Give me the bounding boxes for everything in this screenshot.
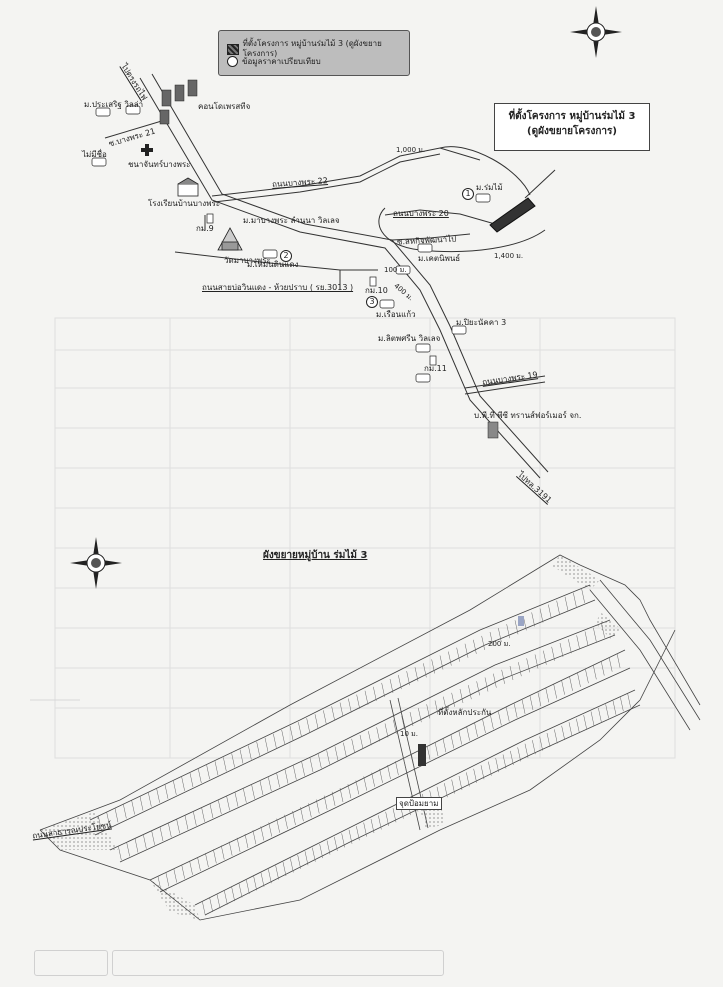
distance-200: 200 ม. bbox=[488, 640, 511, 648]
place-condo: คอนโดเพรสทีจ bbox=[198, 102, 251, 111]
place-prasit: ม.ประเสริฐ วิลล่า bbox=[84, 100, 144, 109]
place-mabangpra: ม.มาบางพระ ลำนนา วิลเลจ bbox=[243, 216, 340, 225]
site-plan bbox=[39, 554, 701, 921]
location-roads bbox=[104, 73, 556, 479]
road-label-main: ถนนสายบ่อวินแดง - ห้วยปราบ ( รย.3013 ) bbox=[202, 283, 354, 292]
project-title-line1: ที่ตั้งโครงการ หมู่บ้านร่มไม้ 3 bbox=[508, 111, 636, 122]
temple-icon bbox=[217, 227, 243, 251]
place-wat: วัดมาบางพระ bbox=[224, 256, 271, 265]
place-km10: กม.10 bbox=[365, 286, 388, 295]
place-piyanakorn: ม.ปิยะนัคคา 3 bbox=[456, 318, 507, 327]
compass-rose-plan bbox=[68, 535, 124, 591]
map-legend: ที่ตั้งโครงการ หมู่บ้านร่มไม้ 3 (ดูผังขย… bbox=[218, 30, 410, 76]
place-pt: บ.พี.ที พีซี ทรานส์ฟอร์เมอร์ จก. bbox=[474, 411, 582, 420]
project-title-line2: (ดูผังขยายโครงการ) bbox=[527, 126, 617, 137]
marker-1: 1 bbox=[462, 188, 474, 200]
plan-highlight-lot bbox=[518, 616, 524, 626]
site-plan-title: ผังขยายหมู่บ้าน ร่มไม้ 3 bbox=[263, 550, 368, 561]
marker-3: 3 bbox=[366, 296, 378, 308]
distance-1000: 1,000 ม. bbox=[396, 146, 426, 154]
place-ban-dindaeng: ม.เหม่นดินแดง bbox=[247, 260, 299, 269]
place-guard: จุดป้อมยาม bbox=[396, 797, 442, 810]
circle-swatch-icon bbox=[227, 56, 238, 67]
ghost-footer-box-left bbox=[34, 950, 108, 976]
hospital-cross-icon bbox=[141, 144, 153, 156]
marker-2: 2 bbox=[280, 250, 292, 262]
ghost-table bbox=[54, 317, 676, 759]
compass-rose-top bbox=[568, 4, 624, 60]
place-ruanrak: ม.เรือนแก้ว bbox=[376, 310, 416, 319]
legend-comparison-label: ข้อมูลราคาเปรียบเทียบ bbox=[242, 56, 321, 66]
legend-project-label: ที่ตั้งโครงการ หมู่บ้านร่มไม้ 3 (ดูผังขย… bbox=[242, 39, 382, 58]
place-kanya: ม.เคตนิพนธ์ bbox=[418, 254, 461, 263]
project-location-marker bbox=[489, 197, 536, 233]
hatch-swatch-icon bbox=[227, 43, 239, 55]
place-km9: กม.9 bbox=[196, 224, 214, 233]
legend-project-row: ที่ตั้งโครงการ หมู่บ้านร่มไม้ 3 (ดูผังขย… bbox=[227, 39, 409, 59]
ghost-footer-box-right bbox=[112, 950, 444, 976]
school-icon bbox=[177, 177, 199, 197]
place-bangpra-school: ชนาจันทร์บางพระ bbox=[128, 160, 191, 169]
place-mini-mart: ไม่มีชื่อ bbox=[82, 150, 107, 159]
place-hospital-note: โรงเรียนบ้านบางพระ bbox=[148, 199, 221, 208]
distance-10: 10 ม. bbox=[400, 730, 418, 738]
distance-1400: 1,400 ม. bbox=[494, 252, 524, 260]
condo-buildings bbox=[159, 79, 499, 439]
km-post-icons bbox=[206, 213, 437, 366]
place-shrine: ที่ตั้งหลักประกัน bbox=[438, 708, 492, 717]
road-label-bangpra20: ถนนบางพระ 20 bbox=[393, 209, 449, 218]
comparison-house-icons bbox=[91, 105, 491, 383]
distance-100: 100 ม. bbox=[384, 266, 407, 274]
place-km11: กม.11 bbox=[424, 364, 447, 373]
place-ban-rommai: ม.ร่มไม้ bbox=[476, 183, 503, 192]
plan-project-point bbox=[418, 744, 426, 766]
open-space bbox=[40, 555, 620, 920]
legend-comparison-row: ข้อมูลราคาเปรียบเทียบ bbox=[227, 56, 321, 67]
place-sitaporn: ม.ลิตพศรีน วิลเลจ bbox=[378, 334, 441, 343]
project-title-box: ที่ตั้งโครงการ หมู่บ้านร่มไม้ 3 (ดูผังขย… bbox=[494, 103, 650, 151]
